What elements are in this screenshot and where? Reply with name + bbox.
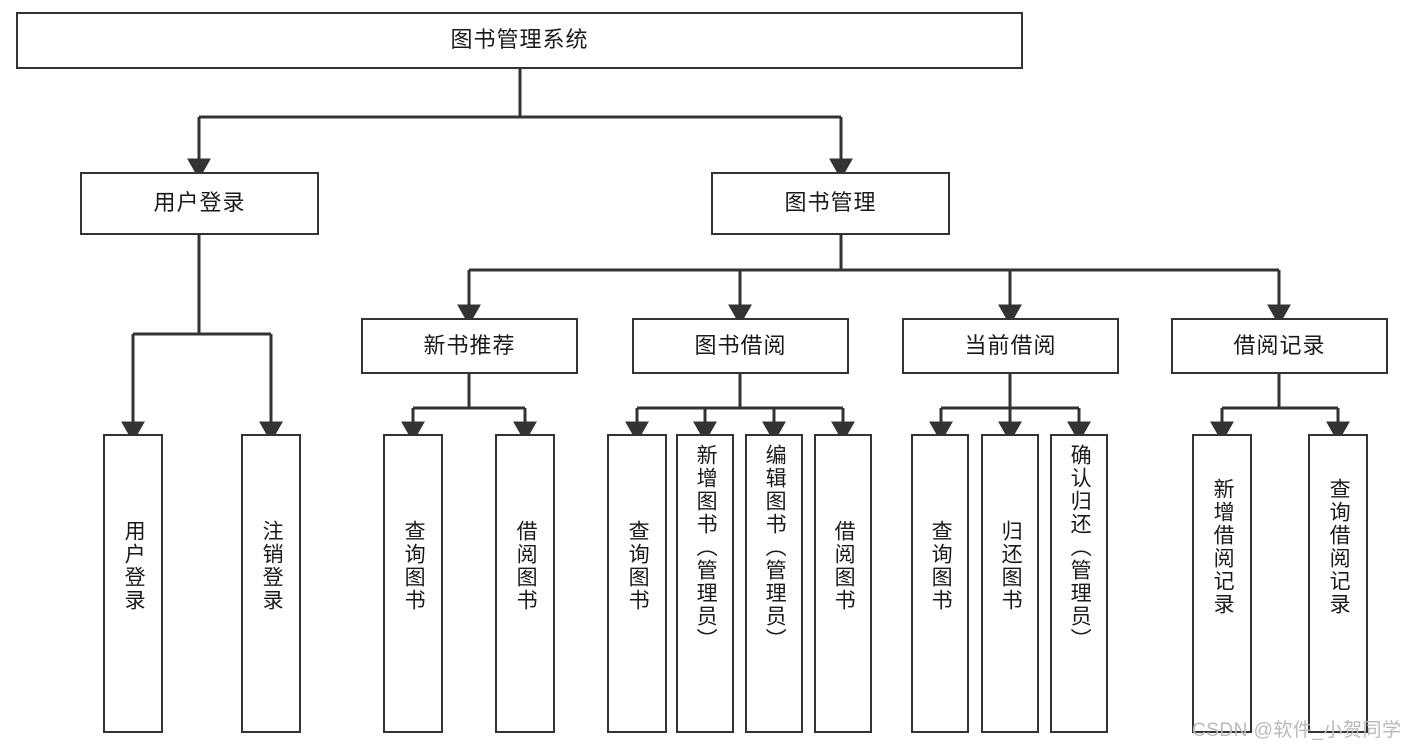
node-leaf-query-book-3-label: 查询图书: [929, 520, 953, 612]
node-leaf-query-book-1-label: 查询图书: [402, 520, 426, 612]
node-current-borrow[interactable]: 当前借阅: [902, 318, 1119, 374]
node-leaf-return-book[interactable]: 归还图书: [981, 434, 1039, 733]
node-leaf-add-book[interactable]: 新增图书（管理员）: [676, 434, 734, 733]
node-book-management-label: 图书管理: [784, 190, 877, 216]
node-leaf-query-book-1[interactable]: 查询图书: [383, 434, 443, 733]
node-new-book-recommend-label: 新书推荐: [423, 332, 516, 358]
node-leaf-add-record-label: 新增借阅记录: [1211, 478, 1235, 616]
node-leaf-borrow-book-2-label: 借阅图书: [832, 520, 856, 612]
node-leaf-edit-book-label: 编辑图书（管理员）: [763, 444, 787, 651]
node-book-borrow-label: 图书借阅: [694, 332, 787, 358]
node-leaf-query-record[interactable]: 查询借阅记录: [1308, 434, 1368, 733]
node-leaf-query-record-label: 查询借阅记录: [1327, 478, 1351, 616]
csdn-watermark: CSDN @软件_小贺同学: [1192, 720, 1402, 741]
node-borrow-record[interactable]: 借阅记录: [1171, 318, 1388, 374]
node-leaf-add-record[interactable]: 新增借阅记录: [1192, 434, 1252, 733]
node-user-login-label: 用户登录: [153, 190, 246, 216]
node-book-management[interactable]: 图书管理: [711, 172, 950, 235]
node-new-book-recommend[interactable]: 新书推荐: [361, 318, 578, 374]
node-leaf-add-book-label: 新增图书（管理员）: [694, 444, 718, 651]
node-leaf-query-book-2[interactable]: 查询图书: [607, 434, 667, 733]
node-leaf-query-book-2-label: 查询图书: [626, 520, 650, 612]
node-book-borrow[interactable]: 图书借阅: [632, 318, 849, 374]
node-current-borrow-label: 当前借阅: [964, 332, 1057, 358]
node-leaf-borrow-book-1-label: 借阅图书: [514, 520, 538, 612]
node-leaf-user-login[interactable]: 用户登录: [103, 434, 163, 733]
node-leaf-user-login-label: 用户登录: [122, 520, 146, 612]
node-leaf-query-book-3[interactable]: 查询图书: [911, 434, 969, 733]
node-leaf-logout-label: 注销登录: [260, 520, 284, 612]
node-leaf-confirm-return-label: 确认归还（管理员）: [1068, 444, 1092, 651]
node-borrow-record-label: 借阅记录: [1233, 332, 1326, 358]
node-leaf-confirm-return[interactable]: 确认归还（管理员）: [1050, 434, 1108, 733]
node-leaf-logout[interactable]: 注销登录: [241, 434, 301, 733]
node-leaf-return-book-label: 归还图书: [999, 520, 1023, 612]
node-user-login[interactable]: 用户登录: [80, 172, 319, 235]
node-leaf-borrow-book-1[interactable]: 借阅图书: [495, 434, 555, 733]
node-root[interactable]: 图书管理系统: [16, 12, 1023, 69]
node-root-label: 图书管理系统: [450, 27, 589, 53]
node-leaf-borrow-book-2[interactable]: 借阅图书: [814, 434, 872, 733]
node-leaf-edit-book[interactable]: 编辑图书（管理员）: [745, 434, 803, 733]
